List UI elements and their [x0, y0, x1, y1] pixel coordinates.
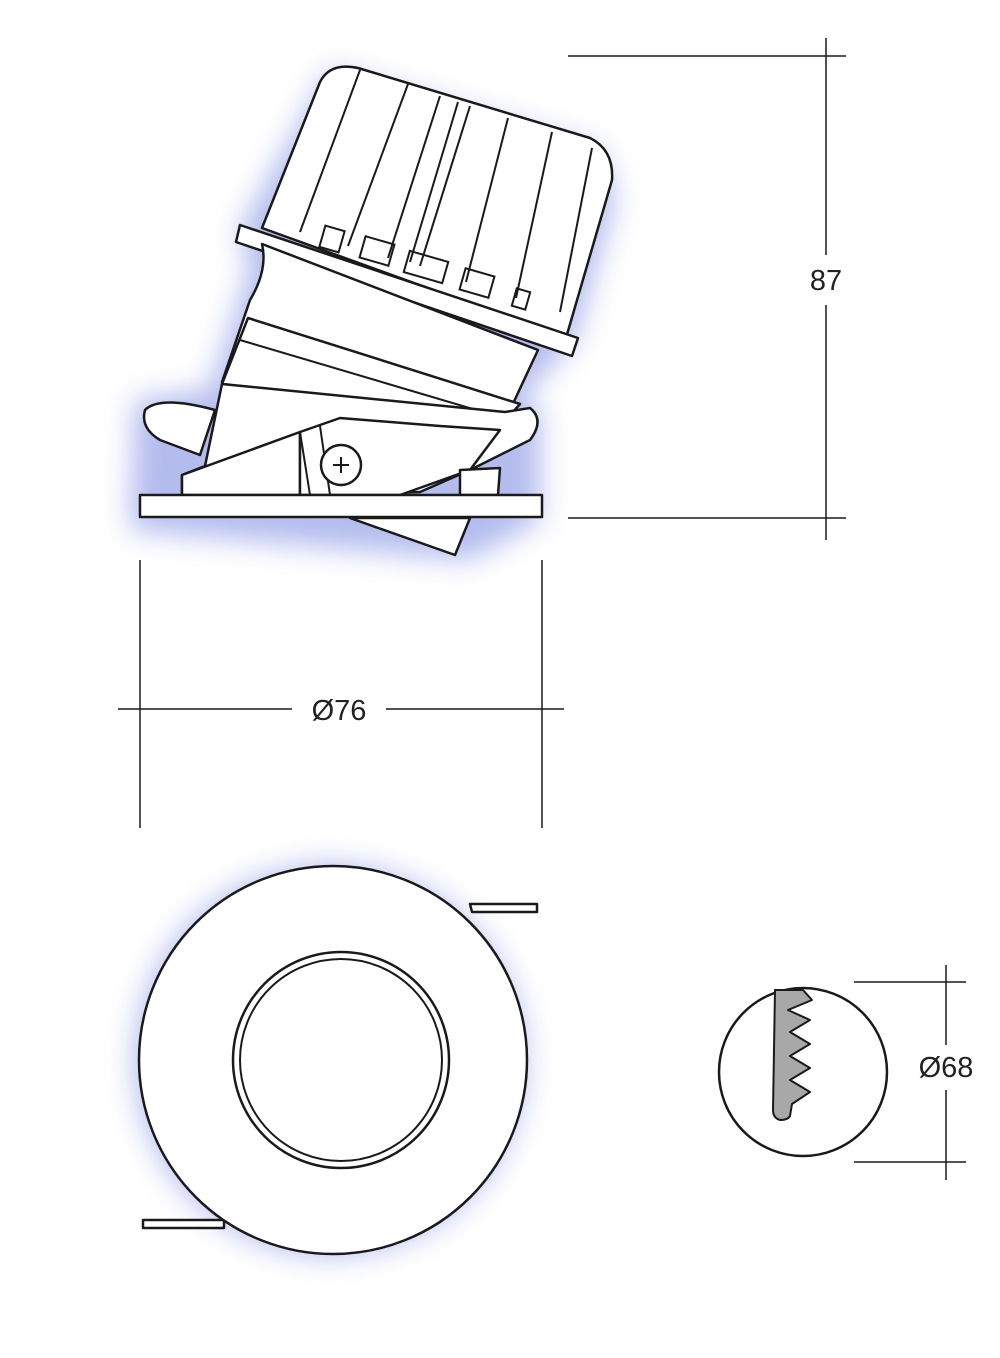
tilted-optic-bottom [348, 516, 472, 557]
right-arm [458, 466, 502, 497]
pivot-screw [319, 443, 363, 487]
top-spring-clip [468, 902, 539, 914]
luminaire-body [220, 65, 614, 422]
left-spring-clip [142, 401, 217, 457]
fin-tab [458, 267, 496, 299]
trim-diameter-label: Ø76 [312, 695, 367, 727]
cutout-detail: Ø68 [717, 965, 974, 1180]
side-view [130, 65, 615, 560]
heatsink-fin [465, 117, 509, 283]
saw-blade [772, 989, 813, 1121]
bottom-spring-clip [141, 1218, 226, 1230]
front-view [134, 864, 539, 1256]
fin-tab [510, 287, 532, 311]
fin-tab [358, 235, 396, 267]
heatsink-fin [515, 131, 553, 299]
cutout-diameter-label: Ø68 [919, 1052, 974, 1084]
heatsink-fin [409, 101, 459, 263]
height-dimension: 87 [568, 38, 846, 540]
trim-diameter-dimension: Ø76 [118, 560, 564, 828]
aperture-inner [239, 958, 443, 1162]
gimbal-bracket [142, 382, 539, 497]
fin-tab [402, 249, 450, 285]
heatsink-fin [419, 105, 471, 267]
heatsink [260, 65, 614, 340]
heatsink-fin [299, 69, 361, 233]
heatsink-flange [234, 223, 580, 358]
heatsink-fin [347, 83, 409, 247]
heatsink-fin [387, 95, 441, 259]
trim-ring-side [138, 493, 544, 519]
housing-band-line [239, 339, 511, 421]
fin-tab [318, 224, 346, 254]
aperture-outer [231, 950, 451, 1170]
height-label: 87 [810, 265, 842, 297]
heatsink-fin [559, 147, 593, 313]
